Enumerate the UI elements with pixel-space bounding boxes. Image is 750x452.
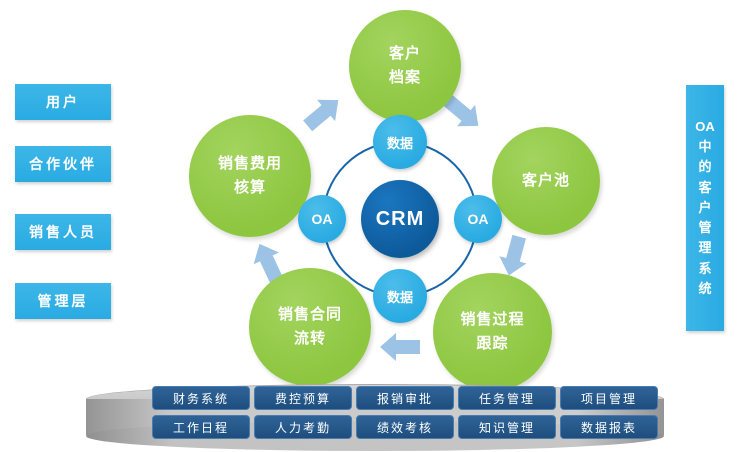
vertical-title-segment: 理 [698,240,712,256]
vertical-title-segment: 户 [698,199,712,215]
data-bubble-top: 数据 [373,115,427,169]
module-reimbursement-approval: 报销审批 [356,386,454,410]
vertical-title-segment: 的 [698,159,712,175]
module-expense-budget: 费控预算 [254,386,352,410]
module-data-reports: 数据报表 [560,415,658,439]
data-bubble-bottom: 数据 [373,269,427,323]
vertical-title-segment: 统 [698,280,712,296]
vertical-title-segment: 中 [698,139,712,155]
module-knowledge-management: 知识管理 [458,415,556,439]
vertical-title-segment: OA [695,118,715,134]
role-box-management: 管理层 [15,283,111,319]
vertical-title-segment: 系 [698,260,712,276]
node-process-tracking: 销售过程 跟踪 [433,273,552,391]
module-performance-review: 绩效考核 [356,415,454,439]
role-box-user: 用户 [15,84,111,120]
crm-center-node: CRM [361,180,439,258]
platform-module-row-2: 工作日程 人力考勤 绩效考核 知识管理 数据报表 [152,415,658,439]
vertical-title-segment: 客 [698,179,712,195]
node-contract-flow: 销售合同 流转 [249,268,371,386]
node-customer-file: 客户 档案 [349,10,461,122]
module-work-schedule: 工作日程 [152,415,250,439]
module-task-management: 任务管理 [458,386,556,410]
module-hr-attendance: 人力考勤 [254,415,352,439]
oa-bubble-left: OA [298,195,346,243]
module-finance-system: 财务系统 [152,386,250,410]
node-expense-accounting: 销售费用 核算 [189,115,311,237]
module-project-management: 项目管理 [560,386,658,410]
vertical-title-segment: 管 [698,220,712,236]
node-customer-pool: 客户池 [492,127,600,235]
oa-bubble-right: OA [454,195,502,243]
role-box-partner: 合作伙伴 [15,146,111,182]
role-box-sales: 销售人员 [15,214,111,250]
vertical-title-bar: OA 中 的 客 户 管 理 系 统 [686,85,724,331]
platform-module-row-1: 财务系统 费控预算 报销审批 任务管理 项目管理 [152,386,658,410]
